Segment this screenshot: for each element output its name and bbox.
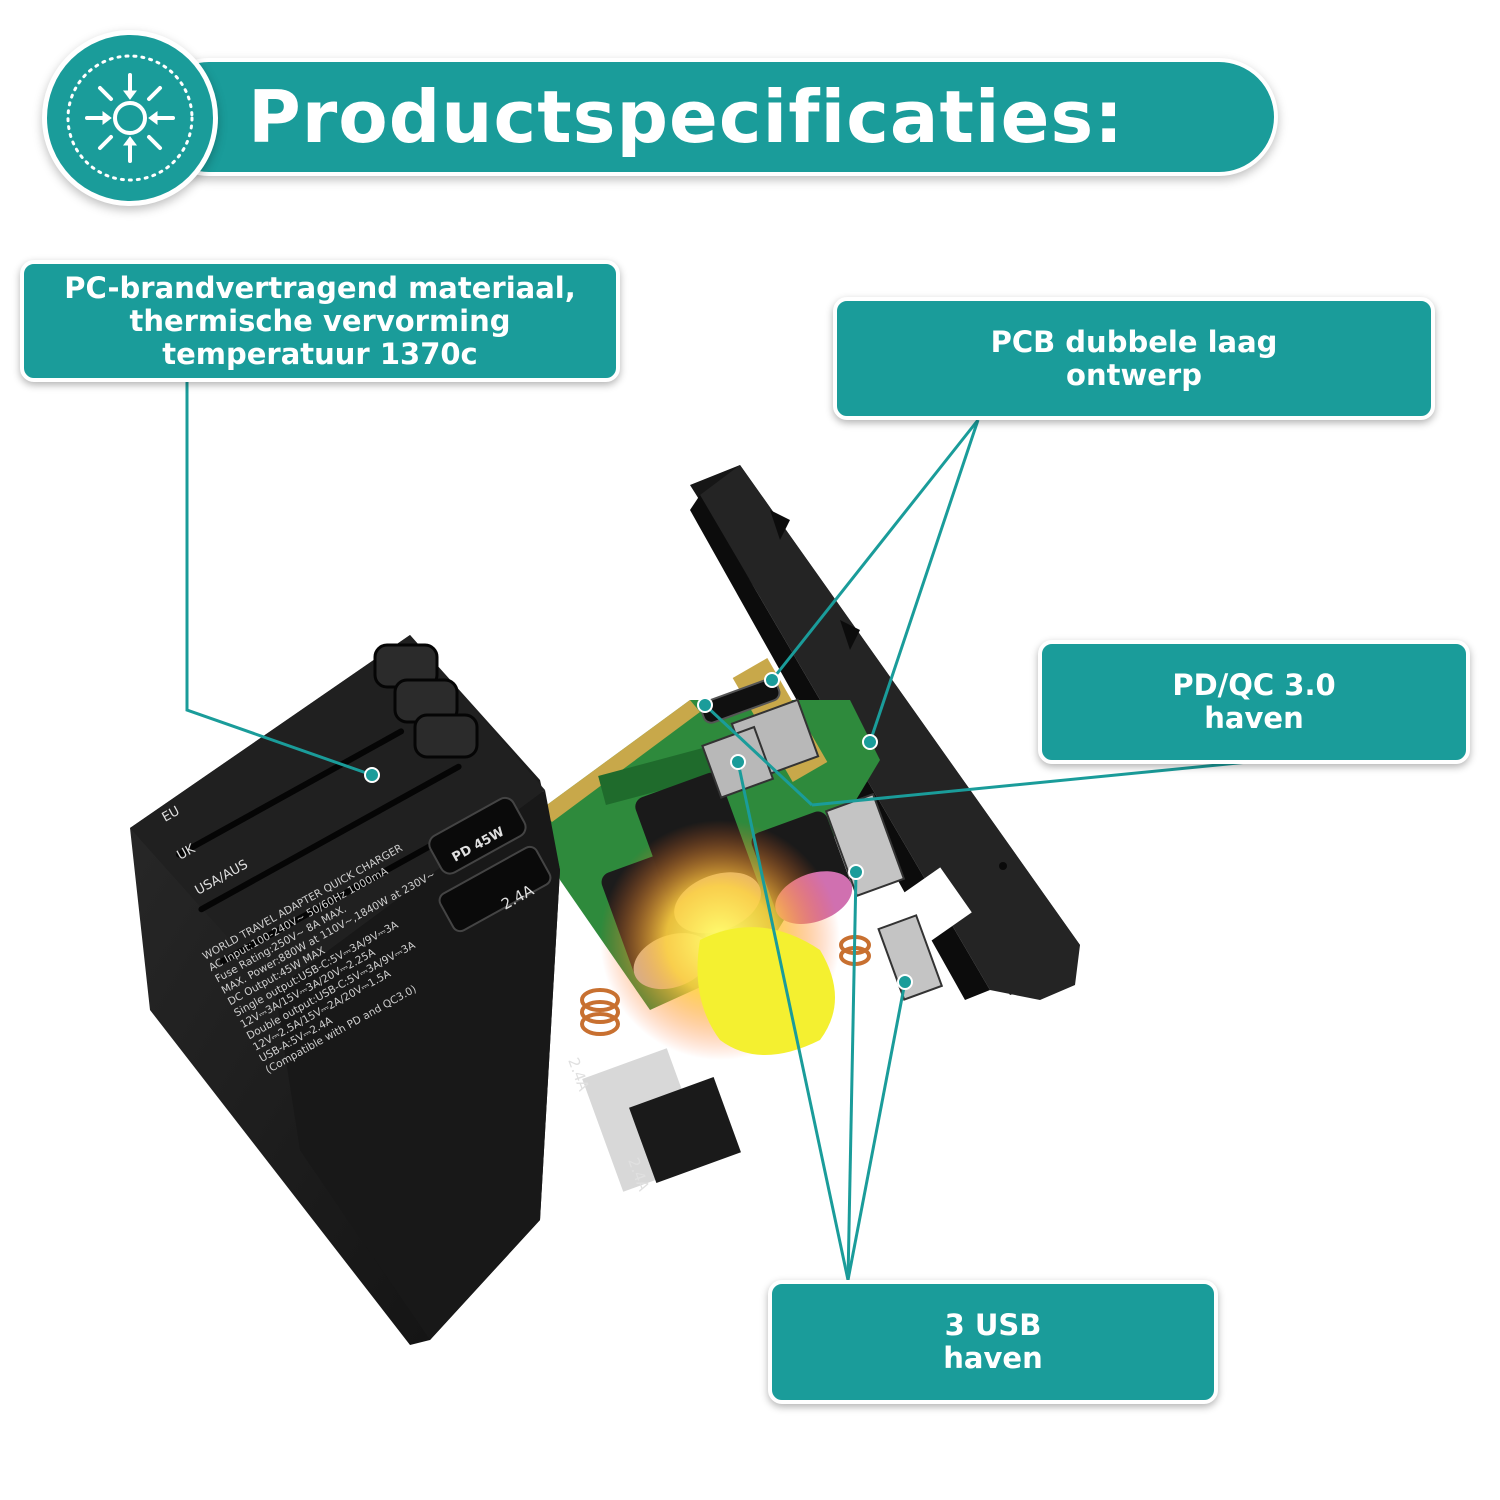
callout-pdqc-line-2: haven — [1204, 701, 1304, 735]
callout-usb: 3 USB haven — [768, 1280, 1218, 1404]
callout-pdqc-line-1: PD/QC 3.0 — [1172, 668, 1336, 702]
header-bar — [150, 58, 1278, 176]
transformer — [697, 927, 835, 1055]
callout-material-line-2: thermische vervorming — [129, 303, 511, 338]
adapter-body — [130, 635, 741, 1345]
callout-material-line-3: temperatuur 1370c — [162, 336, 478, 371]
callout-material-line-1: PC-brandvertragend materiaal, — [64, 270, 576, 305]
callout-pcb: PCB dubbele laag ontwerp — [833, 297, 1435, 420]
page-title: Productspecificaties: — [248, 75, 1125, 159]
callout-usb-line-2: haven — [943, 1341, 1043, 1375]
callout-material: PC-brandvertragend materiaal, thermische… — [20, 260, 620, 382]
callout-pcb-line-1: PCB dubbele laag — [990, 324, 1278, 359]
callout-usb-line-1: 3 USB — [944, 1308, 1042, 1342]
header-badge — [42, 30, 218, 206]
callout-pdqc: PD/QC 3.0 haven — [1038, 640, 1470, 764]
usb-ports — [700, 678, 944, 1001]
callout-pcb-line-2: ontwerp — [1066, 357, 1202, 392]
sun-arrows-icon — [66, 54, 194, 182]
